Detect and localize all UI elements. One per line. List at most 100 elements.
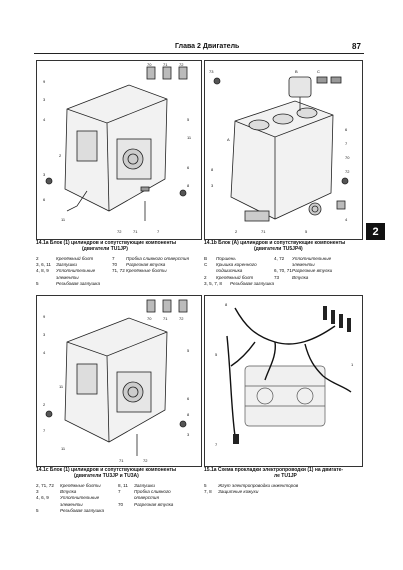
legend-text: Пробка сливного: [134, 489, 171, 495]
callout: 72: [345, 169, 350, 174]
callout: 4: [345, 217, 348, 222]
legend-number: 2: [204, 274, 207, 280]
callout: 6: [43, 197, 46, 202]
legend-number: 2, 71, 72: [36, 483, 54, 488]
legend-text: Уплотнительные: [56, 268, 96, 274]
legend-number: C: [204, 262, 208, 268]
legend-number: 71, 72: [112, 268, 125, 274]
figure-14-1c: 70 71 72 9 3 4 5 11 2 6 8 7 11 3 71 72: [36, 295, 202, 467]
callout: 8: [187, 183, 190, 188]
figure-14-1a: 70 71 72 9 3 4 5 11 2 3 6 8 6 11 72 71 7: [36, 60, 202, 240]
legend-text: Поршень: [216, 256, 236, 261]
legend-number: 4, 8, 9: [36, 268, 49, 274]
figure-14-1b: 73 B C A 6 7 70 72 8 3 2 71 5 4: [204, 60, 363, 240]
callout: 11: [61, 446, 66, 451]
callout: 8: [225, 302, 228, 307]
caption-line: 15.1a Схема прокладки электропроводки (1…: [204, 467, 344, 473]
caption-line: ле TU1JP: [274, 473, 297, 479]
legend-number: 3: [36, 489, 39, 495]
callouts-a: 70 71 72 9 3 4 5 11 2 3 6 8 6 11 72 71 7: [43, 62, 192, 234]
callout: B: [295, 69, 298, 74]
legend-text: Заглушки: [134, 483, 155, 488]
figure-14-1b-caption: 14.1b Блок (A) цилиндров и сопутствующие…: [204, 240, 364, 252]
legend-number: 3, 5, 7, 8: [204, 280, 222, 286]
caption-line: (двигатели TU1JP): [82, 246, 128, 252]
callout: 3: [211, 183, 214, 188]
engine-block-drawing-b: 73 B C A 6 7 70 72 8 3 2 71 5 4: [209, 69, 350, 234]
engine-block-drawing-c: 70 71 72 9 3 4 5 11 2 6 8 7 11 3 71 72: [43, 299, 190, 463]
callout: A: [227, 137, 230, 142]
legend-number: 70: [118, 501, 124, 507]
callout: 3: [43, 172, 46, 177]
legend-number: 5: [204, 483, 207, 488]
legend-number: 5: [36, 280, 39, 286]
legend-text: Крепёжный болт: [56, 256, 94, 261]
callout: 5: [187, 348, 190, 353]
legend-text: Крышка коренного: [216, 262, 257, 268]
figure-14-1b-legend: B Поршень C Крышка коренного подшипника …: [204, 256, 362, 292]
callout: 73: [209, 69, 214, 74]
callout: 5: [187, 117, 190, 122]
figure-15-1a: 8 1 5 7: [204, 295, 363, 467]
callout: 3: [43, 332, 46, 337]
legend-number: 73: [274, 274, 280, 280]
callouts-b: 73 B C A 6 7 70 72 8 3 2 71 5 4: [209, 69, 350, 234]
legend-number: 7: [112, 256, 115, 261]
legend-number: 7, 8: [204, 489, 212, 495]
figure-14-1a-caption: 14.1a Блок (1) цилиндров и сопутствующие…: [36, 240, 200, 252]
legend-text: подшипника: [216, 268, 243, 274]
callout: 72: [179, 316, 184, 321]
legend-text: Резьбовая заглушка: [230, 280, 275, 286]
callout: 11: [187, 135, 192, 140]
figure-14-1c-caption: 14.1c Блок (1) цилиндров и сопутствующие…: [36, 467, 200, 479]
legend-number: 70: [112, 262, 118, 268]
legend-text: Заглушки: [56, 262, 77, 268]
callout: 1: [351, 362, 354, 367]
engine-block-drawing-a: 70 71 72 9 3 4 5 11 2 3 6 8 6 11 72 71 7: [43, 62, 192, 234]
callout: 71: [261, 229, 266, 234]
wiring-harness-drawing: 8 1 5 7: [215, 302, 354, 447]
legend-number: 8, 11: [118, 483, 128, 488]
page-number: 87: [352, 42, 361, 51]
callout: 3: [187, 432, 190, 437]
callout: 6: [345, 127, 348, 132]
legend-number: B: [204, 256, 208, 261]
figure-14-1c-legend: 2, 71, 72 Крепёжные болты 3 Втулка 4, 6,…: [36, 483, 200, 519]
legend-number: 4, 6, 9: [36, 495, 49, 501]
caption-line: (двигатели TU5JP4): [254, 246, 303, 252]
legend-text: Уплотнительные: [60, 495, 100, 501]
callout: 7: [43, 428, 46, 433]
callout: 7: [157, 229, 160, 234]
legend-text: элементы: [60, 501, 83, 507]
callout: 9: [43, 79, 46, 84]
chapter-title: Глава 2 Двигатель: [175, 43, 240, 50]
legend-text: Разрезная втулка: [126, 262, 166, 268]
callout: 8: [211, 167, 214, 172]
callout: 71: [119, 458, 124, 463]
legend-text: Резьбовая заглушка: [60, 507, 105, 513]
callout: 3: [43, 97, 46, 102]
legend-text: элементы: [292, 262, 315, 268]
header-rule: [34, 53, 364, 54]
callout: 7: [215, 442, 218, 447]
callout: 11: [59, 384, 64, 389]
figure-14-1a-legend: 2 Крепёжный болт 3, 6, 11 Заглушки 4, 8,…: [36, 256, 200, 292]
callout: 70: [147, 62, 152, 67]
callout: 5: [215, 352, 218, 357]
legend-number: 3, 6, 11: [36, 262, 51, 268]
callout: 6: [187, 396, 190, 401]
legend-number: 4, 72: [274, 256, 285, 261]
legend-number: 2: [36, 256, 39, 261]
callout: 72: [117, 229, 122, 234]
legend-text: Жгут электропроводки инжекторов: [218, 483, 299, 488]
callout: 72: [179, 62, 184, 67]
figure-15-1a-caption: 15.1a Схема прокладки электропроводки (1…: [204, 467, 364, 479]
legend-number: 5: [36, 507, 39, 513]
legend-number: 7: [118, 489, 121, 495]
legend-text: Разрезная втулка: [134, 501, 174, 507]
callout: 6: [187, 165, 190, 170]
legend-text: Крепёжные болты: [60, 483, 101, 488]
legend-text: Защитные кожухи: [218, 489, 259, 495]
callouts-c: 70 71 72 9 3 4 5 11 2 6 8 7 11 3 71 72: [43, 314, 190, 463]
caption-line: 14.1c Блок (1) цилиндров и сопутствующие…: [36, 467, 177, 473]
